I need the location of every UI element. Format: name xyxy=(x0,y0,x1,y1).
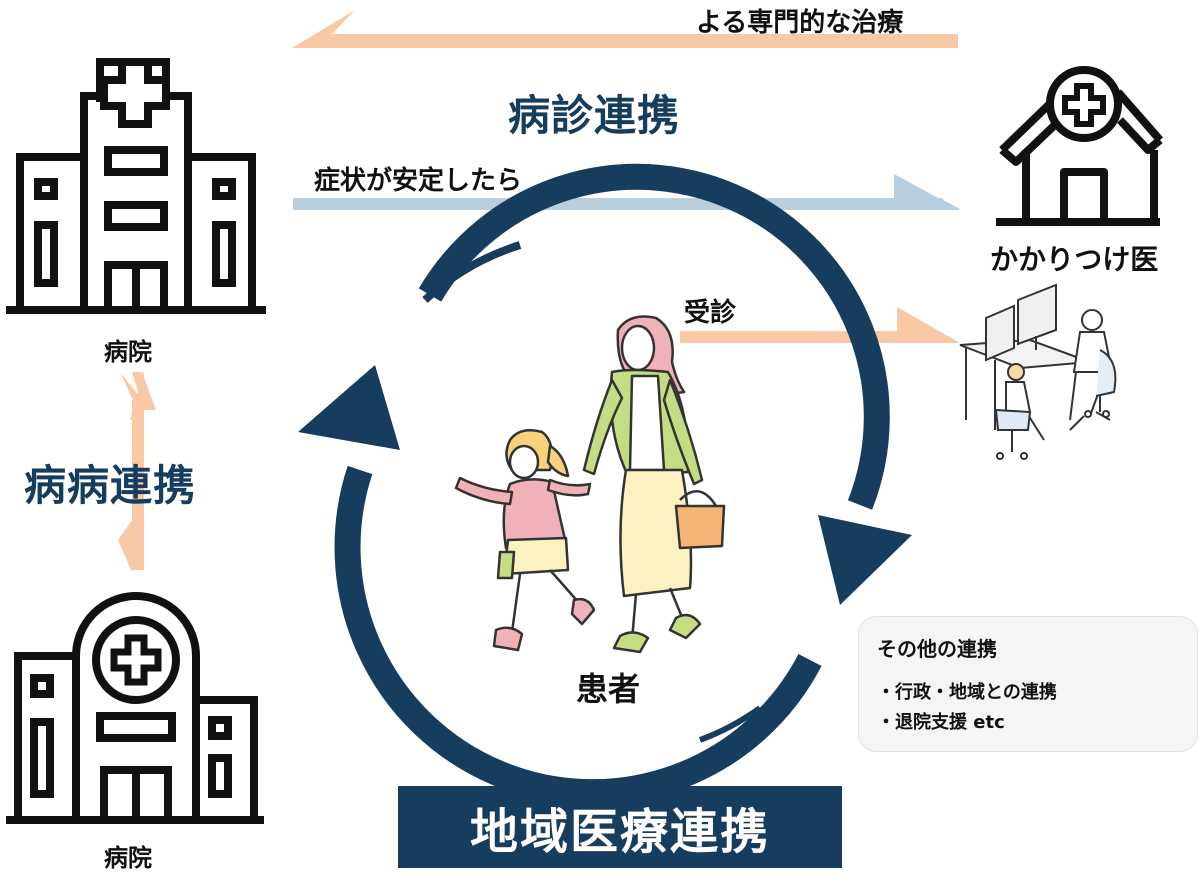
other-collaboration-box: その他の連携 ・行政・地域との連携 ・退院支援 etc xyxy=(858,616,1198,752)
referral-arrow-left xyxy=(292,10,958,48)
visit-label: 受診 xyxy=(684,298,737,328)
clinic-collaboration-title: 病診連携 xyxy=(508,91,681,140)
other-collaboration-heading: その他の連携 xyxy=(877,637,997,661)
hospital-bottom-cross xyxy=(110,634,162,686)
other-collaboration-item: ・退院支援 etc xyxy=(877,712,1005,733)
regional-medical-collaboration-title: 地域医療連携 xyxy=(398,786,842,868)
doctor-consultation-illustration xyxy=(959,283,1117,460)
specialized-treatment-label: よる専門的な治療 xyxy=(696,8,904,38)
hospital-bottom-icon xyxy=(6,592,264,824)
hospital-top-label: 病院 xyxy=(104,338,152,366)
family-doctor-label: かかりつけ医 xyxy=(990,243,1159,276)
hospital-bottom-label: 病院 xyxy=(104,844,152,872)
cycle-arrow-right xyxy=(418,163,912,605)
stable-condition-label: 症状が安定したら xyxy=(314,166,523,196)
cycle-arrow-left xyxy=(298,365,822,806)
patient-illustration xyxy=(454,315,726,654)
clinic-house-icon xyxy=(996,66,1164,226)
other-collaboration-item: ・行政・地域との連携 xyxy=(877,682,1057,703)
hospital-top-cross xyxy=(100,58,170,128)
hospital-collaboration-title: 病病連携 xyxy=(24,461,197,510)
patient-label: 患者 xyxy=(576,670,641,708)
return-arrow-right xyxy=(293,174,960,210)
clinic-cross-icon xyxy=(1062,83,1106,127)
hospital-hospital-arrow xyxy=(118,370,156,572)
